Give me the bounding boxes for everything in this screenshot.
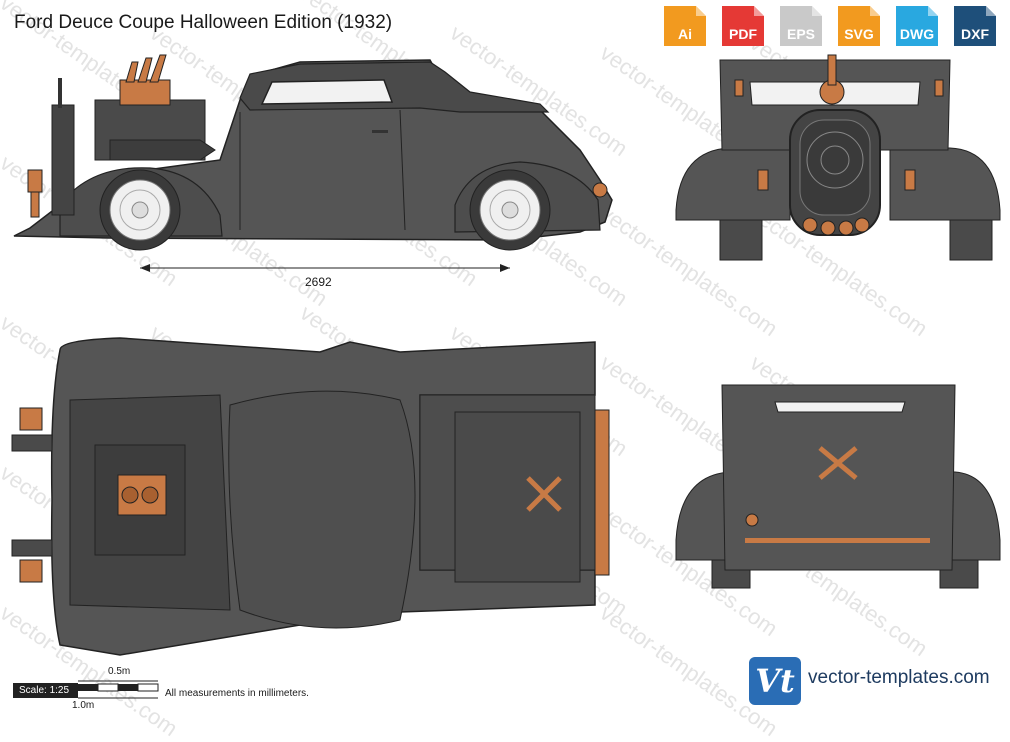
- brand-logo[interactable]: Vt: [749, 657, 801, 705]
- rear-wheel: [469, 169, 551, 251]
- front-view: [675, 54, 1001, 261]
- scale-label: Scale: 1:25: [13, 683, 78, 698]
- side-view: [13, 54, 613, 272]
- download-svg-button[interactable]: SVG: [832, 4, 886, 48]
- download-eps-button[interactable]: EPS: [774, 4, 828, 48]
- scale-half-meter: 0.5m: [108, 666, 131, 677]
- brand-name[interactable]: vector-templates.com: [808, 667, 990, 688]
- rear-view: [675, 384, 1001, 589]
- scale-one-meter: 1.0m: [72, 700, 95, 711]
- download-ai-button[interactable]: Ai: [658, 4, 712, 48]
- download-dxf-button[interactable]: DXF: [948, 4, 1002, 48]
- car-drawings: [11, 54, 1001, 699]
- top-view: [11, 337, 610, 656]
- download-pdf-button[interactable]: PDF: [716, 4, 770, 48]
- page-title: Ford Deuce Coupe Halloween Edition (1932…: [14, 12, 393, 33]
- front-wheel: [99, 169, 181, 251]
- scale-bar: [78, 680, 159, 699]
- measurement-note: All measurements in millimeters.: [165, 688, 309, 699]
- wheelbase-label: 2692: [305, 275, 332, 289]
- format-buttons: Ai PDF EPS SVG DWG DXF: [658, 4, 1002, 48]
- download-dwg-button[interactable]: DWG: [890, 4, 944, 48]
